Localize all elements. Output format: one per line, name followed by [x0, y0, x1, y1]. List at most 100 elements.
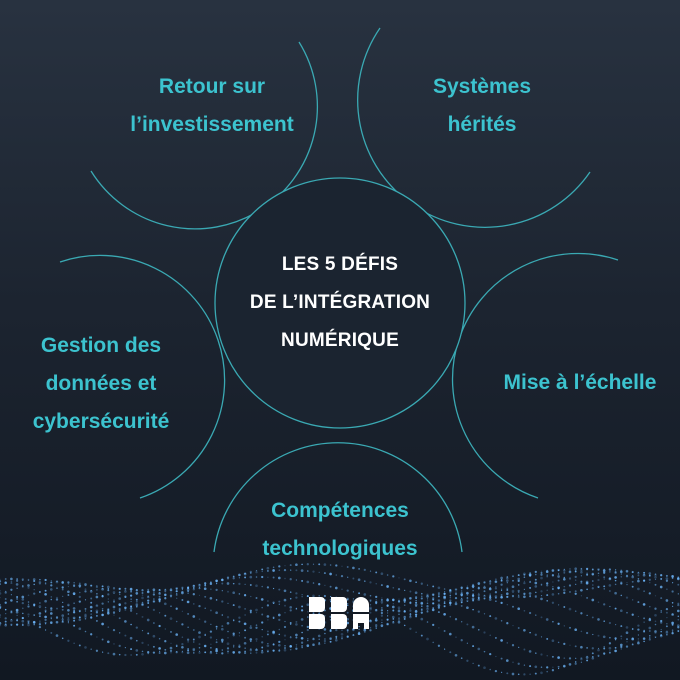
- wave-particle: [557, 622, 560, 625]
- wave-particle: [580, 580, 583, 583]
- wave-particle: [448, 632, 452, 636]
- wave-particle: [637, 579, 640, 583]
- wave-particle: [147, 599, 150, 602]
- wave-particle: [585, 631, 589, 635]
- wave-particle: [181, 610, 183, 612]
- wave-particle: [238, 574, 241, 577]
- wave-particle: [529, 581, 532, 584]
- wave-particle: [563, 568, 565, 570]
- wave-particle: [529, 665, 532, 668]
- wave-particle: [318, 571, 320, 573]
- wave-particle: [119, 610, 121, 612]
- wave-particle: [243, 651, 247, 655]
- wave-particle: [22, 607, 24, 610]
- wave-particle: [4, 601, 7, 604]
- wave-particle: [626, 638, 628, 641]
- wave-particle: [220, 627, 224, 631]
- wave-particle: [56, 586, 58, 588]
- wave-particle: [272, 643, 275, 645]
- wave-particle: [535, 573, 537, 575]
- wave-particle: [569, 644, 571, 646]
- wave-particle: [551, 588, 554, 590]
- wave-particle: [289, 597, 292, 600]
- wave-particle: [574, 662, 577, 665]
- wave-particle: [523, 673, 526, 676]
- wave-particle: [449, 593, 451, 595]
- wave-particle: [329, 619, 332, 621]
- wave-particle: [227, 630, 229, 633]
- wave-particle: [569, 591, 571, 593]
- wave-particle: [506, 576, 509, 580]
- wave-particle: [329, 629, 332, 633]
- wave-particle: [221, 582, 224, 585]
- wave-particle: [290, 569, 292, 571]
- wave-particle: [284, 620, 286, 623]
- wave-particle: [250, 595, 252, 598]
- wave-particle: [118, 603, 122, 606]
- wave-particle: [592, 568, 594, 570]
- wave-particle: [654, 583, 657, 586]
- wave-particle: [295, 579, 297, 581]
- wave-particle: [181, 651, 184, 654]
- wave-particle: [10, 588, 13, 591]
- wave-particle: [78, 627, 82, 631]
- wave-particle: [107, 601, 109, 603]
- wave-particle: [101, 595, 104, 598]
- wave-particle: [146, 590, 150, 594]
- wave-particle: [175, 593, 178, 596]
- wave-particle: [124, 590, 127, 593]
- wave-particle: [398, 617, 400, 619]
- wave-particle: [672, 630, 674, 632]
- diagram-title: LES 5 DÉFIS DE L’INTÉGRATION NUMÉRIQUE: [214, 246, 466, 360]
- wave-particle: [455, 601, 457, 604]
- wave-particle: [49, 612, 53, 615]
- wave-particle: [455, 636, 457, 638]
- wave-particle: [44, 599, 47, 603]
- wave-particle: [358, 626, 360, 628]
- wave-particle: [341, 637, 343, 640]
- wave-particle: [586, 596, 589, 599]
- wave-particle: [500, 657, 503, 660]
- wave-particle: [90, 597, 93, 600]
- wave-particle: [546, 666, 549, 669]
- wave-particle: [438, 595, 440, 597]
- wave-particle: [295, 645, 297, 647]
- wave-particle: [438, 607, 440, 609]
- wave-particle: [523, 581, 526, 585]
- wave-particle: [4, 590, 7, 593]
- wave-particle: [113, 587, 115, 589]
- wave-particle: [226, 576, 230, 579]
- wave-particle: [637, 640, 640, 643]
- wave-particle: [278, 603, 280, 605]
- wave-particle: [648, 572, 652, 575]
- wave-particle: [546, 670, 548, 673]
- wave-particle: [38, 615, 41, 618]
- wave-particle: [477, 587, 480, 590]
- wave-particle: [250, 625, 252, 627]
- wave-particle: [637, 601, 640, 604]
- wave-particle: [551, 639, 555, 643]
- wave-particle: [152, 645, 155, 648]
- wave-particle: [619, 570, 623, 574]
- wave-particle: [273, 602, 275, 604]
- wave-particle: [432, 598, 435, 601]
- wave-particle: [511, 585, 515, 589]
- wave-particle: [261, 636, 263, 638]
- wave-particle: [67, 622, 69, 624]
- wave-particle: [227, 590, 229, 593]
- wave-particle: [380, 584, 383, 587]
- wave-particle: [386, 574, 389, 576]
- wave-particle: [489, 593, 491, 595]
- wave-particle: [301, 645, 304, 647]
- wave-particle: [112, 605, 116, 609]
- wave-particle: [221, 640, 224, 643]
- wave-particle: [472, 593, 474, 595]
- wave-particle: [501, 589, 503, 591]
- wave-particle: [511, 574, 515, 578]
- wave-particle: [118, 591, 121, 594]
- wave-particle: [523, 610, 526, 612]
- wave-particle: [67, 583, 70, 585]
- wave-particle: [84, 613, 87, 616]
- wave-particle: [517, 662, 520, 665]
- wave-particle: [73, 609, 75, 612]
